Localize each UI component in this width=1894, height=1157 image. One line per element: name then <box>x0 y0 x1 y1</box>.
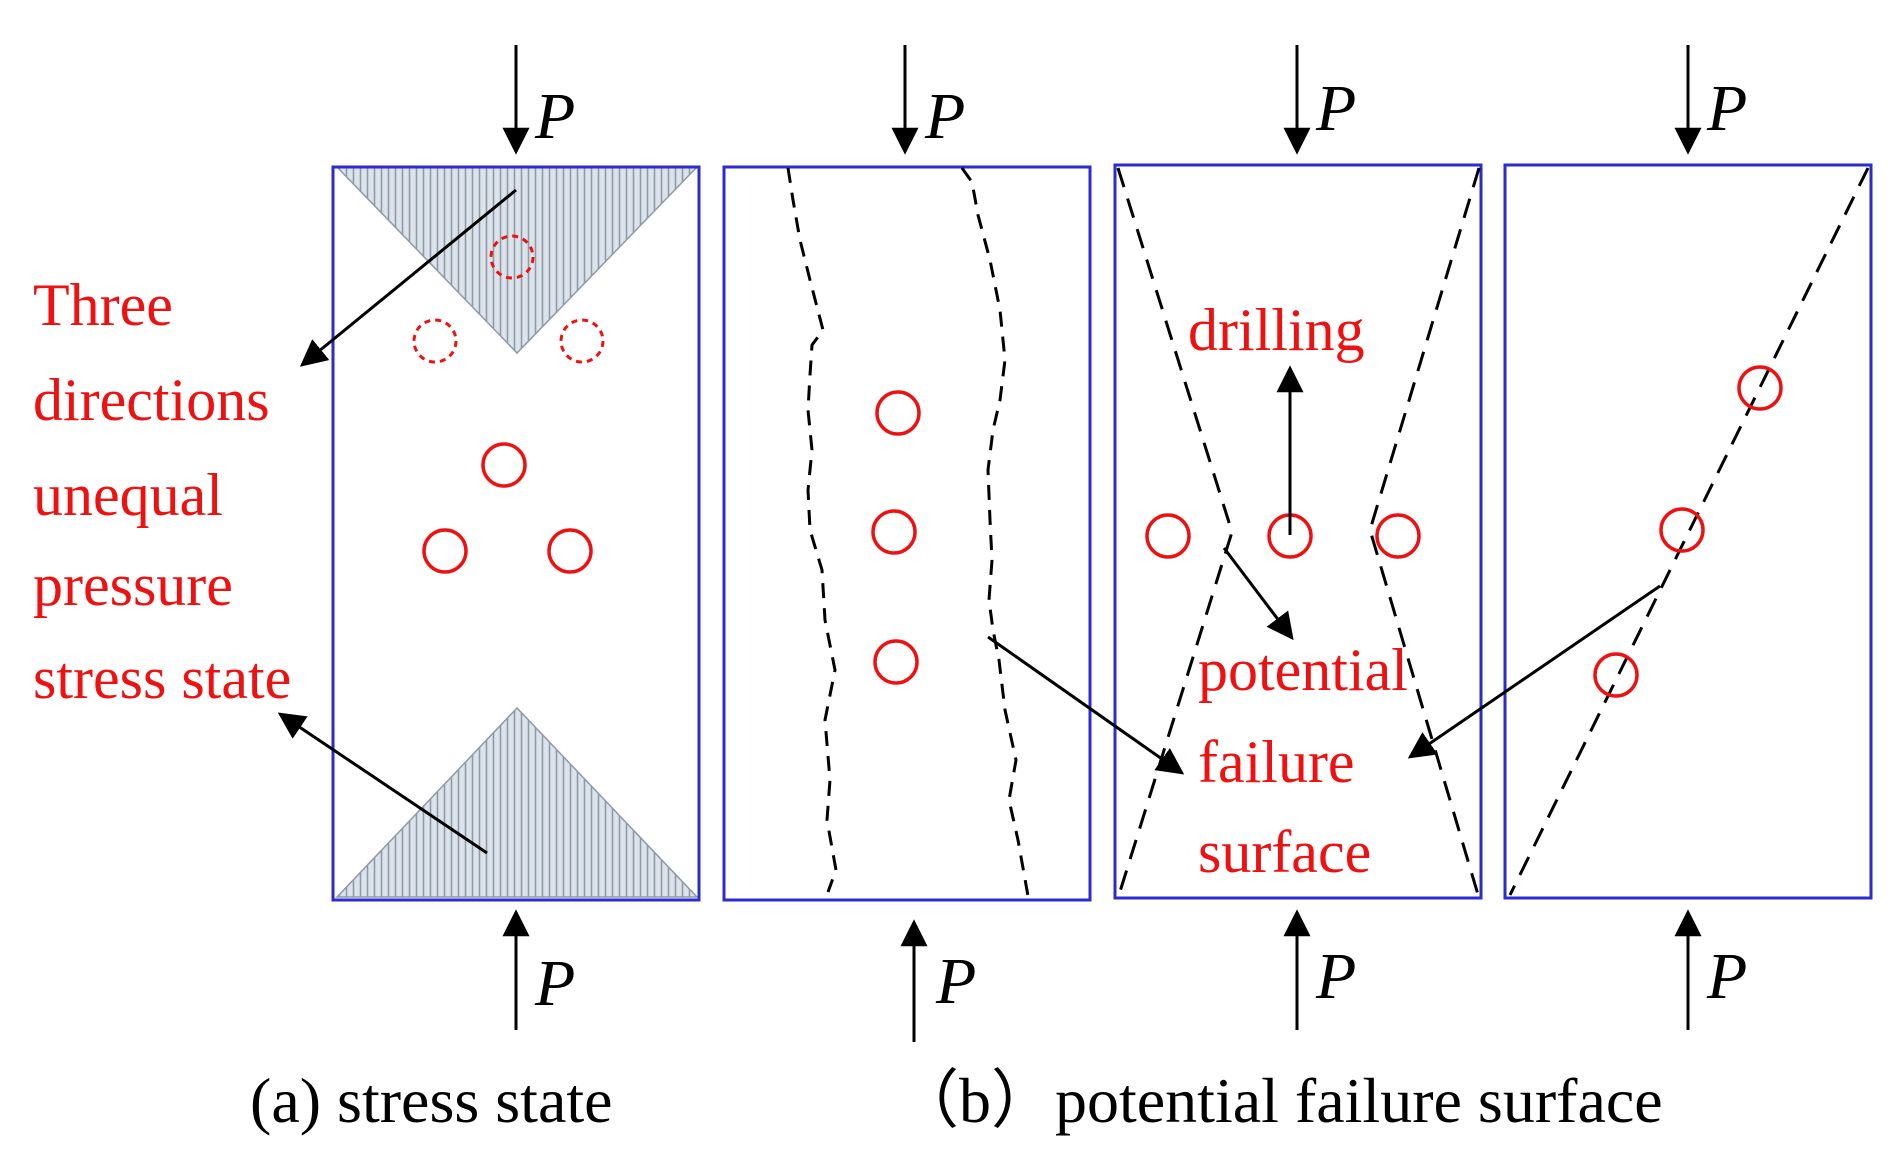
borehole <box>1659 507 1705 553</box>
load-label-p: P <box>534 947 575 1020</box>
top-hatched-wedge <box>335 166 699 355</box>
borehole <box>1145 513 1191 559</box>
load-label-p: P <box>534 80 575 153</box>
annotation-line: directions <box>33 367 270 433</box>
borehole <box>873 639 919 685</box>
drilling-label: drilling <box>1188 297 1365 363</box>
caption-a: (a) stress state <box>250 1065 613 1136</box>
load-arrows-bottom <box>502 909 1702 1042</box>
leader-arrow <box>1222 547 1294 641</box>
annotation-line: failure <box>1198 729 1355 795</box>
specimen-b1-frame <box>722 165 1092 902</box>
bottom-hatched-wedge <box>335 706 699 898</box>
load-label-p: P <box>1315 940 1356 1013</box>
leader-arrow <box>299 188 517 367</box>
specimen-b3-frame <box>1503 163 1873 900</box>
caption-b: （b）potential failure surface <box>895 1065 1663 1136</box>
annotation-line: unequal <box>33 462 223 528</box>
dashed-borehole <box>559 318 605 364</box>
load-arrows-top <box>502 45 1702 155</box>
specimen-a-frame <box>331 165 701 902</box>
load-label-p: P <box>1315 72 1356 145</box>
annotation-line: Three <box>33 272 173 338</box>
failure-line <box>1368 167 1481 899</box>
borehole <box>1375 513 1421 559</box>
borehole <box>481 442 527 488</box>
load-label-p: P <box>1706 940 1747 1013</box>
borehole <box>1593 652 1639 698</box>
panel-b-shear <box>1407 163 1873 900</box>
panel-b-splitting <box>722 165 1092 902</box>
borehole <box>875 390 921 436</box>
crack-line-left <box>786 167 838 893</box>
annotation-line: surface <box>1198 819 1371 885</box>
borehole <box>1737 365 1783 411</box>
failure-line <box>1508 167 1870 896</box>
annotation-line: pressure <box>33 552 233 618</box>
panel-b-hourglass: drilling potential failure surface <box>987 163 1483 900</box>
failure-surface-annotation: potential failure surface <box>1198 637 1423 885</box>
leader-arrow <box>1407 584 1661 759</box>
borehole <box>422 528 468 574</box>
load-label-p: P <box>935 945 976 1018</box>
borehole <box>547 528 593 574</box>
panel-a-stress-state: Three directions unequal pressure stress… <box>33 165 701 902</box>
dashed-borehole <box>412 318 458 364</box>
load-label-p: P <box>1706 72 1747 145</box>
load-label-p: P <box>924 80 965 153</box>
specimen-b2-frame <box>1113 163 1483 900</box>
leader-arrow <box>987 635 1185 775</box>
dashed-borehole <box>489 234 535 280</box>
load-labels: P P P P P P P P <box>534 72 1747 1020</box>
stress-state-annotation: Three directions unequal pressure stress… <box>33 272 291 711</box>
leader-arrow <box>277 712 488 855</box>
annotation-line: potential <box>1198 637 1408 703</box>
annotation-line: stress state <box>33 645 291 711</box>
borehole <box>871 509 917 555</box>
crack-line-right <box>960 167 1030 897</box>
